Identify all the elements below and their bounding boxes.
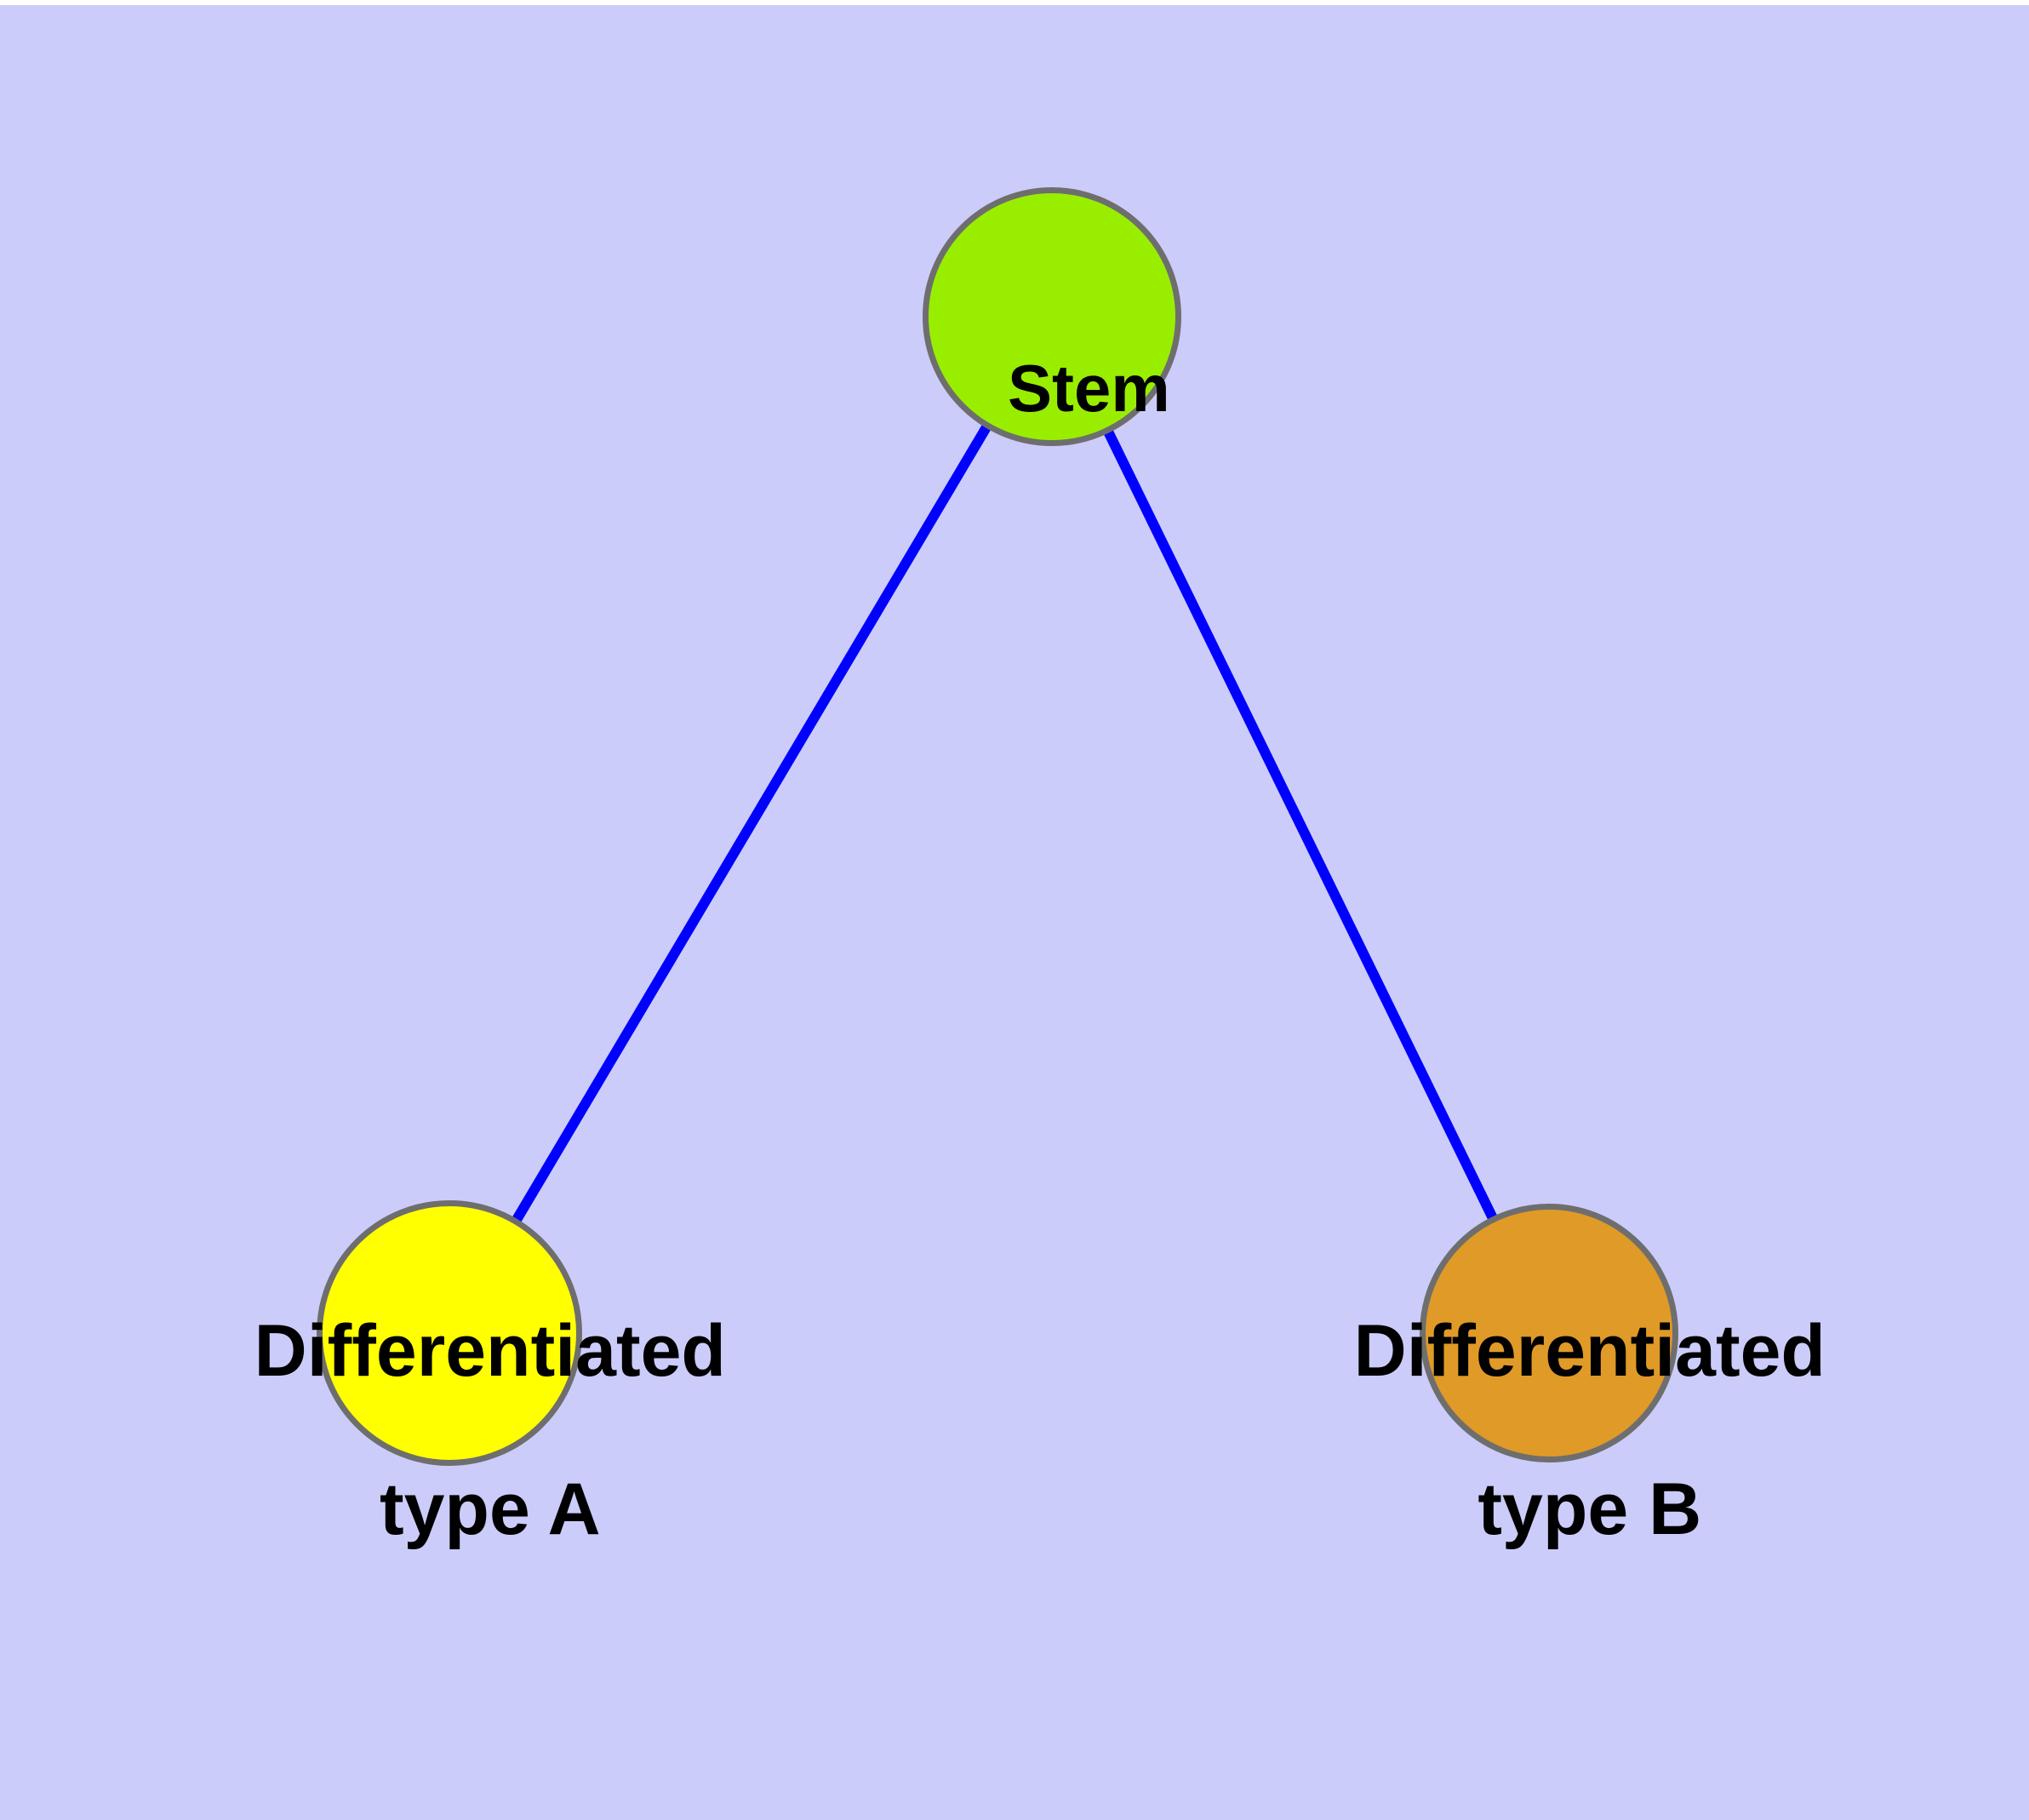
edge-stem-to-differentiated-type-b xyxy=(1047,314,1554,1336)
node-stem[interactable] xyxy=(923,187,1181,446)
edge-layer xyxy=(444,313,1554,1336)
node-differentiated-type-b[interactable] xyxy=(1420,1204,1678,1462)
edge-stem-to-differentiated-type-a xyxy=(444,313,1057,1336)
node-layer xyxy=(317,187,1678,1466)
node-differentiated-type-a[interactable] xyxy=(317,1200,582,1466)
